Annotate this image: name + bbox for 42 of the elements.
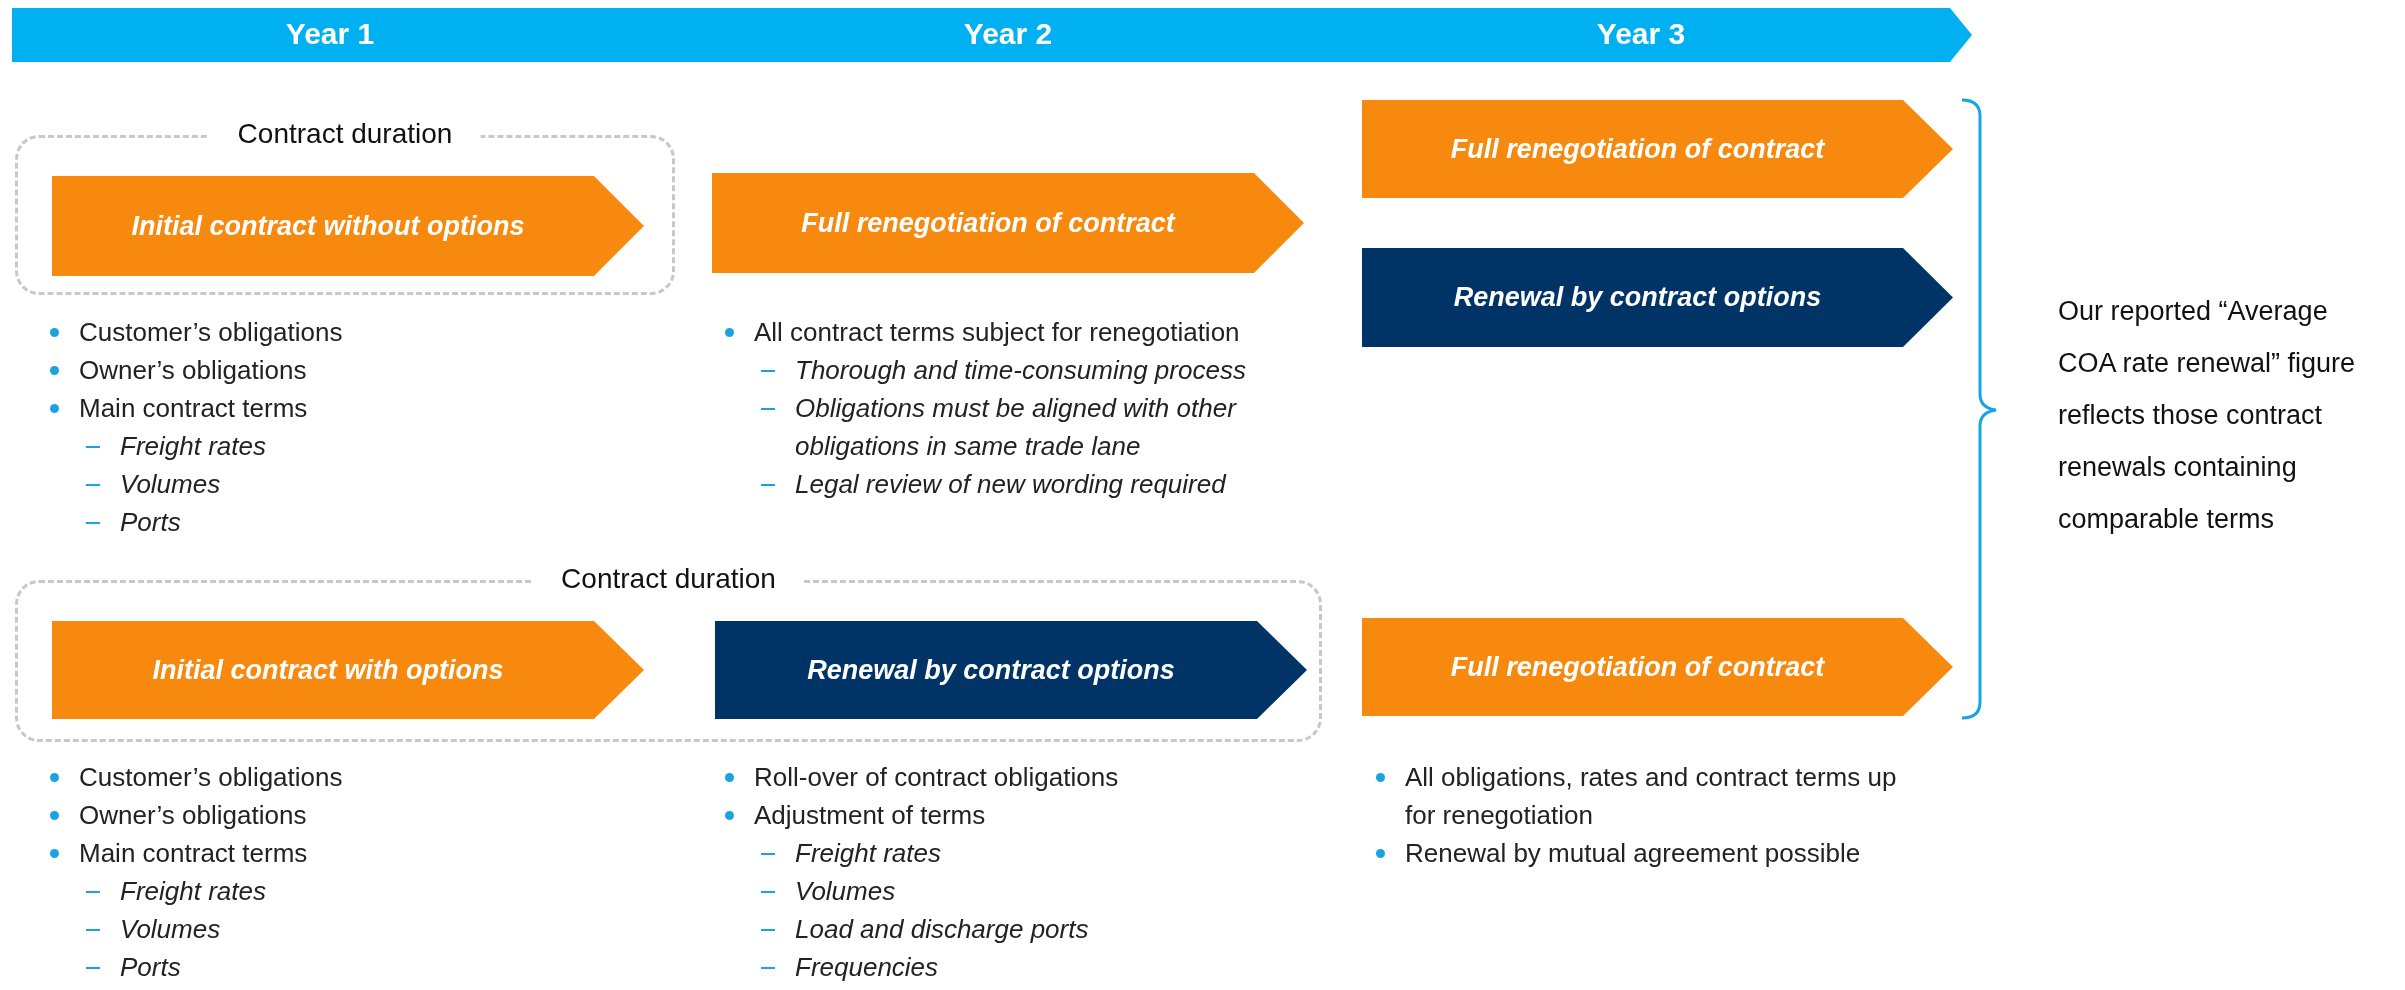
bullet-text: Customer’s obligations bbox=[79, 761, 343, 794]
sub-bullet-text: Freight rates bbox=[795, 837, 941, 870]
year-label: Year 1 bbox=[285, 17, 375, 51]
bullet-text: Roll-over of contract obligations bbox=[754, 761, 1119, 794]
chevron-step-box bbox=[1362, 618, 1953, 716]
chevron-label: Initial contract without options bbox=[131, 210, 525, 242]
chevron-step-box bbox=[712, 173, 1304, 273]
bullet-text: All contract terms subject for renegotiation bbox=[754, 316, 1240, 349]
bullet-text: All obligations, rates and contract terms up for renegotiation bbox=[1405, 761, 1898, 832]
sub-bullet-text: Volumes bbox=[120, 468, 221, 501]
sub-bullet-text: Frequencies bbox=[795, 951, 939, 984]
chevron-label: Renewal by contract options bbox=[1453, 282, 1822, 313]
chevron-label: Full renegotiation of contract bbox=[801, 207, 1175, 239]
sub-bullet-text: Freight rates bbox=[120, 875, 266, 908]
bullet-text: Owner’s obligations bbox=[79, 799, 307, 832]
bullet-text: Main contract terms bbox=[79, 837, 308, 870]
sub-bullet-text: Thorough and time-consuming process bbox=[795, 354, 1246, 387]
chevron-label: Full renegotiation of contract bbox=[1450, 651, 1825, 683]
chevron-step-box bbox=[52, 621, 644, 719]
sub-bullet-text: Legal review of new wording required bbox=[795, 468, 1226, 501]
note-text: Our reported “Average COA rate renewal” figure reflects those contract renewals containing comparable terms bbox=[2058, 295, 2357, 536]
bullet-text: Customer’s obligations bbox=[79, 316, 343, 349]
chevron-label: Full renegotiation of contract bbox=[1450, 133, 1825, 165]
bullet-text: Main contract terms bbox=[79, 392, 308, 425]
sub-bullet-text: Load and discharge ports bbox=[795, 913, 1089, 946]
sub-bullet-text: Obligations must be aligned with other obligations in same trade lane bbox=[795, 392, 1238, 463]
sub-bullet-text: Ports bbox=[120, 506, 181, 539]
year-label: Year 3 bbox=[1596, 17, 1686, 51]
sub-bullet-text: Ports bbox=[120, 951, 181, 984]
bullet-text: Renewal by mutual agreement possible bbox=[1405, 837, 1861, 870]
chevron-step-box bbox=[52, 176, 644, 276]
chevron-step-box bbox=[1362, 100, 1953, 198]
bullet-text: Owner’s obligations bbox=[79, 354, 307, 387]
sub-bullet-text: Freight rates bbox=[120, 430, 266, 463]
chevron-label: Renewal by contract options bbox=[807, 654, 1175, 686]
year-label: Year 2 bbox=[963, 17, 1053, 51]
sub-bullet-text: Volumes bbox=[120, 913, 221, 946]
chevron-step-box bbox=[1362, 248, 1953, 347]
sub-bullet-text: Volumes bbox=[795, 875, 896, 908]
chevron-step-box bbox=[715, 621, 1307, 719]
bullet-text: Adjustment of terms bbox=[754, 799, 986, 832]
chevron-label: Initial contract with options bbox=[152, 654, 504, 686]
